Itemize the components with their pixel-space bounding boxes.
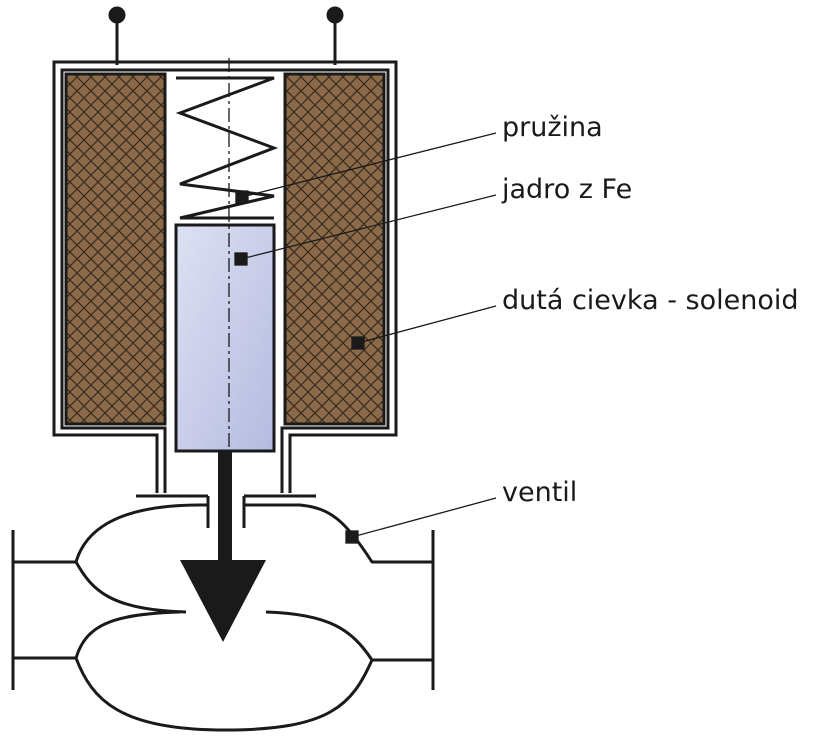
- leader-coil: [357, 305, 497, 344]
- terminal-right: [326, 6, 344, 24]
- valve-body: [11, 494, 435, 732]
- marker-core: [234, 252, 248, 266]
- marker-valve: [345, 530, 359, 544]
- terminal-left: [108, 6, 126, 24]
- solenoid-housing: [52, 60, 398, 493]
- iron-core: [174, 223, 276, 453]
- label-valve: ventil: [502, 477, 578, 508]
- valve-stem: [218, 450, 232, 568]
- leader-spring: [241, 132, 497, 198]
- spring: [175, 76, 279, 220]
- terminals: [108, 6, 344, 65]
- label-spring: pružina: [502, 112, 603, 143]
- marker-spring: [235, 190, 249, 204]
- leader-lines: [234, 132, 497, 544]
- coil-left: [64, 72, 167, 426]
- label-core: jadro z Fe: [502, 174, 633, 205]
- valve-plug: [180, 560, 266, 642]
- leader-core: [240, 194, 497, 260]
- coil-right: [283, 72, 386, 426]
- leader-valve: [351, 497, 497, 538]
- marker-coil: [351, 336, 365, 350]
- label-coil: dutá cievka - solenoid: [502, 285, 799, 316]
